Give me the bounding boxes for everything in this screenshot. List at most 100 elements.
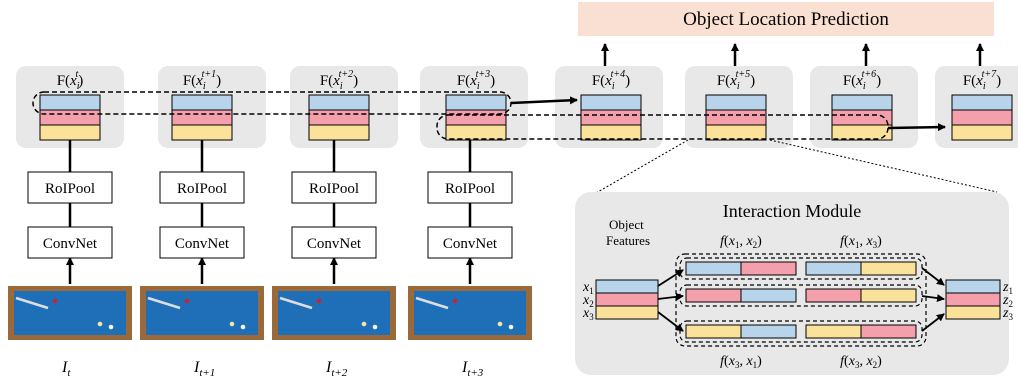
feature-panel-7: F(xit+7) (935, 66, 1018, 148)
pair-label-x3-x2: f(x3, x2) (840, 354, 882, 370)
frame-label: It+3 (461, 359, 484, 379)
object-features-label: Object Features (606, 217, 650, 248)
feature-row-blue (580, 94, 642, 111)
feature-row-blue (951, 94, 1013, 111)
pair-label-x3-x1: f(x3, x1) (720, 354, 762, 370)
pair-label-x1-x3: f(x1, x3) (840, 234, 882, 250)
loop-arrows (510, 96, 946, 132)
feature-row-blue (39, 94, 101, 111)
feature-label: F(xit+5) (717, 69, 755, 92)
prediction-header-box (578, 2, 994, 36)
feature-panel-5: F(xit+5) (685, 66, 793, 148)
ball-yellow (361, 321, 367, 327)
pair-half-right (860, 288, 917, 303)
table-felt (14, 291, 126, 335)
pair-row-1 (679, 284, 923, 307)
convnet-label: ConvNet (307, 236, 362, 252)
roipool-box: RoIPool (27, 171, 113, 204)
frame-label: It+2 (325, 359, 348, 379)
output-label: z1 (1002, 280, 1013, 296)
prediction-arrows (601, 43, 984, 66)
table-felt (146, 291, 258, 335)
frame-label: It (61, 359, 71, 379)
ball-white (108, 324, 114, 330)
cue-stick (147, 296, 181, 310)
input-label: x3 (582, 306, 594, 322)
feature-row-blue (171, 94, 233, 111)
pair-half-left (685, 324, 742, 339)
roipool-label: RoIPool (309, 181, 359, 197)
pair-label-x1-x2: f(x1, x2) (720, 234, 762, 250)
ball-yellow (497, 321, 503, 327)
pair-half-left (685, 288, 742, 303)
pair-half-right (860, 261, 917, 276)
feature-row-yellow (951, 124, 1013, 141)
interaction-module-title: Interaction Module (723, 201, 861, 221)
feature-label: F(xit+4) (592, 69, 630, 92)
feature-panel-6: F(xit+6) (810, 66, 918, 148)
input-feature-2: x3 (582, 305, 659, 322)
roipool-box: RoIPool (291, 171, 377, 204)
feature-row-blue (831, 94, 893, 111)
zoom-lines (595, 139, 998, 194)
ball-red (52, 298, 58, 304)
roipool-label: RoIPool (445, 181, 495, 197)
cue-stick (279, 296, 313, 310)
feature-row-blue (445, 94, 507, 111)
feature-panel-3: F(xit+3) (420, 66, 528, 148)
feature-row-yellow (39, 124, 101, 141)
pair-half-right (740, 288, 797, 303)
roipool-label: RoIPool (177, 181, 227, 197)
feature-label: F(xit+6) (843, 69, 881, 92)
convnet-label: ConvNet (43, 236, 98, 252)
feature-label: F(xit+3) (457, 69, 495, 92)
feature-row-yellow (445, 124, 507, 141)
pair-row-0 (679, 257, 923, 280)
feature-row-red (951, 109, 1013, 126)
output-label: z2 (1002, 293, 1013, 309)
table-felt (278, 291, 390, 335)
roipool-box: RoIPool (427, 171, 513, 204)
convnet-label: ConvNet (443, 236, 498, 252)
feature-row-red (445, 109, 507, 126)
convnet-box: ConvNet (427, 226, 513, 259)
pair-half-left (805, 324, 862, 339)
feature-row-blue (308, 94, 370, 111)
ball-white (508, 324, 514, 330)
feature-label: F(xit+2) (320, 69, 358, 92)
roipool-box: RoIPool (159, 171, 245, 204)
video-frame-2: It+2 (272, 286, 396, 379)
feature-panel-2: F(xit+2) (290, 66, 398, 148)
output-label: z3 (1002, 306, 1013, 322)
input-feature-1: x2 (582, 292, 659, 309)
ball-yellow (97, 321, 103, 327)
input-feature-0: x1 (582, 279, 659, 296)
feature-row-red (308, 109, 370, 126)
feature-label: F(xit) (57, 69, 84, 92)
cue-stick (15, 296, 49, 310)
feature-row-red (705, 109, 767, 126)
ball-red (316, 298, 322, 304)
pair-group-outline (679, 257, 923, 280)
pair-half-left (685, 261, 742, 276)
convnet-box: ConvNet (27, 226, 113, 259)
dashed-red-yellow-row (436, 114, 889, 140)
pair-half-right (740, 261, 797, 276)
roipool-label: RoIPool (45, 181, 95, 197)
feature-row-yellow (705, 124, 767, 141)
video-frame-0: It (8, 286, 132, 379)
ball-white (372, 324, 378, 330)
ball-red (184, 298, 190, 304)
input-label: x2 (582, 293, 594, 309)
cue-stick (415, 296, 449, 310)
feature-row-yellow (831, 124, 893, 141)
feature-row-red (39, 109, 101, 126)
ball-white (240, 324, 246, 330)
convnet-box: ConvNet (159, 226, 245, 259)
convnet-box: ConvNet (291, 226, 377, 259)
feature-label: F(xit+1) (183, 69, 221, 92)
pair-half-right (860, 324, 917, 339)
feature-row-yellow (171, 124, 233, 141)
feature-row-blue (705, 94, 767, 111)
